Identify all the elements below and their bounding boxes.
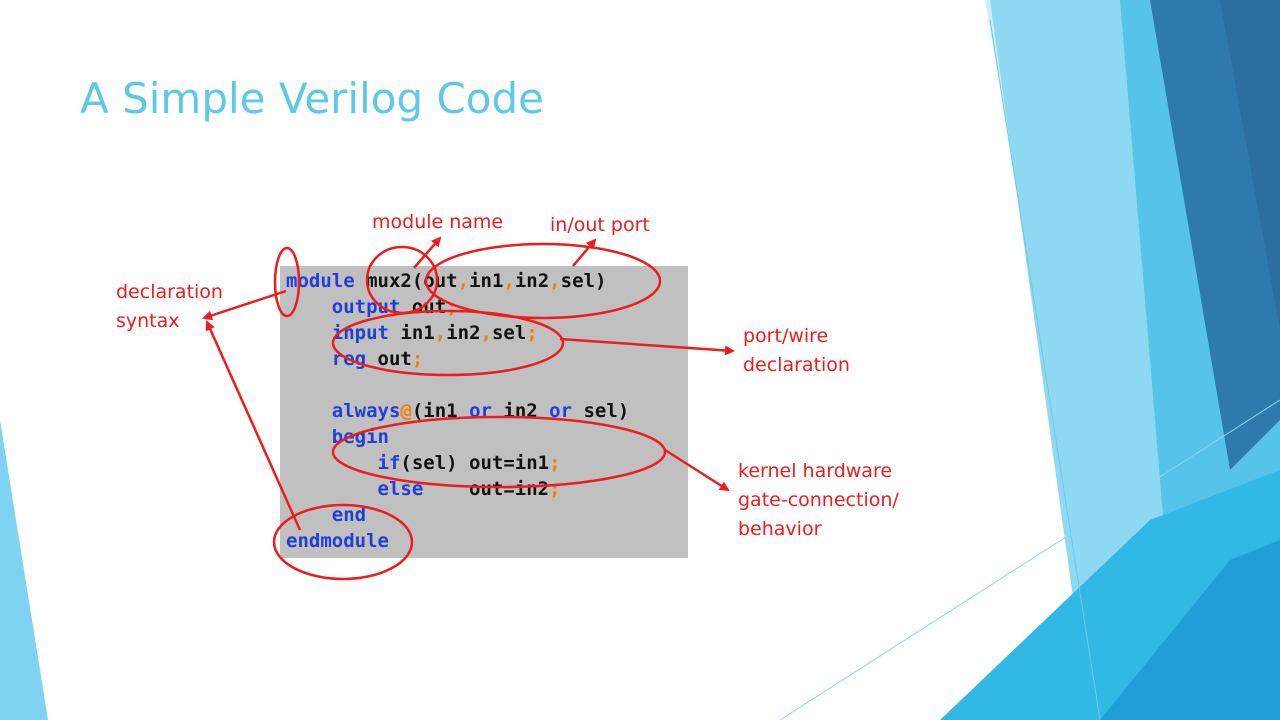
module-name-label: module name xyxy=(372,211,504,233)
code-keyword: reg xyxy=(331,348,367,370)
code-punctuation: , xyxy=(503,270,515,292)
code-punctuation: ; xyxy=(549,478,561,500)
code-text xyxy=(286,504,332,526)
code-text: out=in2 xyxy=(423,478,550,500)
code-text xyxy=(286,348,332,370)
facet-thin-line xyxy=(989,19,1101,720)
code-punctuation: @ xyxy=(400,400,412,422)
code-keyword: output xyxy=(331,296,401,318)
code-line: module mux2(out,in1,in2,sel) xyxy=(286,268,606,294)
code-text: in2 xyxy=(446,322,481,344)
in-out-port-label: in/out port xyxy=(550,214,650,236)
code-text: in2 xyxy=(514,270,550,292)
code-punctuation: ; xyxy=(446,296,458,318)
code-line: if(sel) out=in1; xyxy=(286,450,561,476)
code-punctuation: ; xyxy=(526,322,538,344)
code-text: in1 xyxy=(388,322,435,344)
code-text: out xyxy=(423,270,458,292)
code-line: begin xyxy=(286,424,389,450)
code-line: always@(in1 or in2 or sel) xyxy=(286,398,629,424)
facet-deep xyxy=(1220,0,1280,330)
slide-title: A Simple Verilog Code xyxy=(80,74,544,123)
code-line: output out; xyxy=(286,294,458,320)
code-keyword: or xyxy=(469,400,492,422)
kernel-behavior-line-3: behavior xyxy=(738,518,822,540)
code-line: input in1,in2,sel; xyxy=(286,320,538,346)
code-text: mux2( xyxy=(354,270,424,292)
code-text xyxy=(286,296,332,318)
kernel-behavior-line-1: kernel hardware xyxy=(738,460,893,482)
declaration-syntax-line-1: declaration xyxy=(116,281,223,303)
code-keyword: module xyxy=(286,270,355,292)
code-line: else out=in2; xyxy=(286,476,561,502)
code-text: sel) xyxy=(560,270,607,292)
port-wire-line-1: port/wire xyxy=(743,325,829,347)
declaration-syntax-label: declaration syntax xyxy=(116,278,223,336)
code-keyword: else xyxy=(377,478,424,500)
port-wire-line-2: declaration xyxy=(743,354,850,376)
code-punctuation: , xyxy=(549,270,561,292)
code-panel: module mux2(out,in1,in2,sel) output out;… xyxy=(280,266,688,558)
code-punctuation: ; xyxy=(411,348,424,370)
code-keyword: input xyxy=(331,322,389,344)
code-keyword: always xyxy=(331,400,401,422)
kernel-behavior-label: kernel hardware gate-connection/ behavio… xyxy=(738,457,899,544)
code-keyword: end xyxy=(331,504,367,526)
code-text: in1 xyxy=(469,270,504,292)
code-punctuation: , xyxy=(457,270,470,292)
code-text: in2 xyxy=(491,400,550,422)
code-text xyxy=(286,452,378,474)
code-text xyxy=(286,400,332,422)
code-punctuation: ; xyxy=(549,452,561,474)
code-text xyxy=(286,478,378,500)
code-text: out xyxy=(366,348,412,370)
code-punctuation: , xyxy=(434,322,447,344)
code-text: sel) xyxy=(572,400,630,422)
code-text xyxy=(286,322,332,344)
code-line: endmodule xyxy=(286,528,389,554)
kernel-behavior-line-2: gate-connection/ xyxy=(738,489,899,511)
code-text: (in1 xyxy=(411,400,470,422)
code-keyword: begin xyxy=(331,426,389,448)
code-keyword: if xyxy=(377,452,401,474)
code-text: out xyxy=(400,296,447,318)
code-line: reg out; xyxy=(286,346,424,372)
facet-thin-line-2 xyxy=(779,399,1280,720)
facet-bottom-dark xyxy=(1100,540,1280,720)
code-keyword: or xyxy=(549,400,573,422)
port-wire-declaration-label: port/wire declaration xyxy=(743,322,850,380)
code-text: (sel) out=in1 xyxy=(400,452,550,474)
code-text xyxy=(286,426,332,448)
left-edge-facet xyxy=(0,420,48,720)
declaration-syntax-line-2: syntax xyxy=(116,310,180,332)
code-keyword: endmodule xyxy=(286,530,389,552)
code-punctuation: , xyxy=(480,322,492,344)
code-line: end xyxy=(286,502,366,528)
code-text: sel xyxy=(491,322,527,344)
